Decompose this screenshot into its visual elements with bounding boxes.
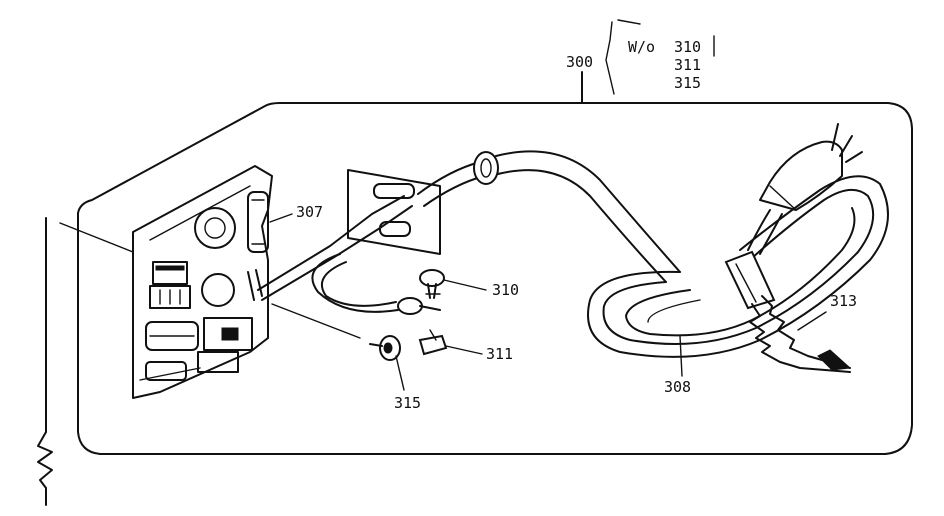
ground-wire [311, 253, 441, 315]
leader-310 [443, 279, 487, 291]
leader-308 [679, 335, 683, 377]
assembly-outline [77, 102, 913, 455]
label-note-315: 315 [674, 74, 701, 92]
power-plug [747, 123, 863, 255]
part-308-cord-coil [587, 175, 889, 358]
note-bracket-left [605, 21, 615, 95]
left-break-zigzag [37, 431, 53, 506]
leader-307 [269, 213, 293, 223]
label-300: 300 [566, 53, 593, 71]
label-note-311: 311 [674, 56, 701, 74]
assembly-perspective-edge [59, 222, 134, 253]
leader-311 [445, 345, 483, 355]
part-313-cable-tie [749, 295, 852, 373]
leader-313 [797, 311, 827, 331]
leader-315 [395, 355, 405, 391]
label-311: 311 [486, 345, 513, 363]
label-315: 315 [394, 394, 421, 412]
label-308: 308 [664, 378, 691, 396]
note-bracket-top [617, 19, 641, 25]
label-note-prefix: W/o [628, 38, 655, 56]
control-board [132, 165, 273, 399]
label-313: 313 [830, 292, 857, 310]
label-310: 310 [492, 281, 519, 299]
part-311-nut [418, 329, 448, 356]
power-cord [257, 150, 681, 301]
leader-board-wire [271, 303, 361, 339]
label-note-310: 310 [674, 38, 701, 56]
part-315-washer [369, 335, 401, 361]
label-307: 307 [296, 203, 323, 221]
part-310-screw [419, 269, 445, 299]
